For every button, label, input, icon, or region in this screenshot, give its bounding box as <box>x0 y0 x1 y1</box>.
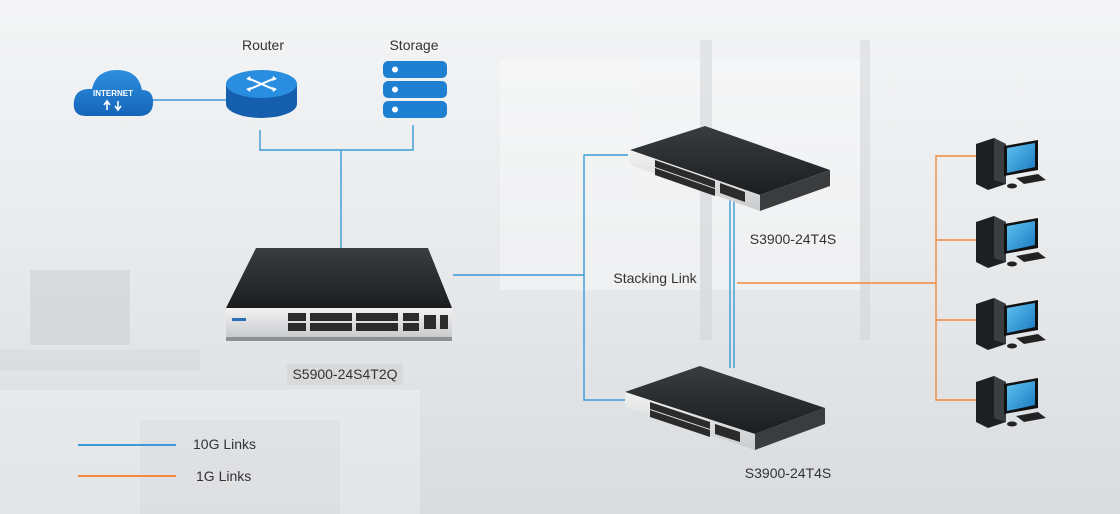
top-switch-icon <box>630 126 830 211</box>
stacking-link-label: Stacking Link <box>613 270 697 286</box>
pc-icon-3 <box>976 298 1046 350</box>
bottom-switch-label: S3900-24T4S <box>745 465 831 481</box>
internet-label: INTERNET <box>93 89 133 98</box>
links-1g <box>737 155 976 401</box>
legend-10g-label: 10G Links <box>193 436 256 452</box>
internet-cloud-icon: INTERNET <box>73 70 154 116</box>
core-switch-label-bg <box>287 364 403 385</box>
core-switch-icon <box>226 248 452 341</box>
top-switch-label: S3900-24T4S <box>750 231 836 247</box>
storage-icon <box>383 61 447 118</box>
legend-1g-label: 1G Links <box>196 468 251 484</box>
core-switch-label: S5900-24S4T2Q <box>292 366 397 382</box>
router-label: Router <box>242 37 284 53</box>
bottom-switch-icon <box>625 366 825 450</box>
pc-icon-4 <box>976 376 1046 428</box>
router-icon <box>226 70 297 118</box>
links-10g <box>152 99 735 401</box>
pc-icon-2 <box>976 216 1046 268</box>
legend: 10G Links 1G Links <box>78 436 256 484</box>
pc-icon-1 <box>976 138 1046 190</box>
storage-label: Storage <box>389 37 438 53</box>
